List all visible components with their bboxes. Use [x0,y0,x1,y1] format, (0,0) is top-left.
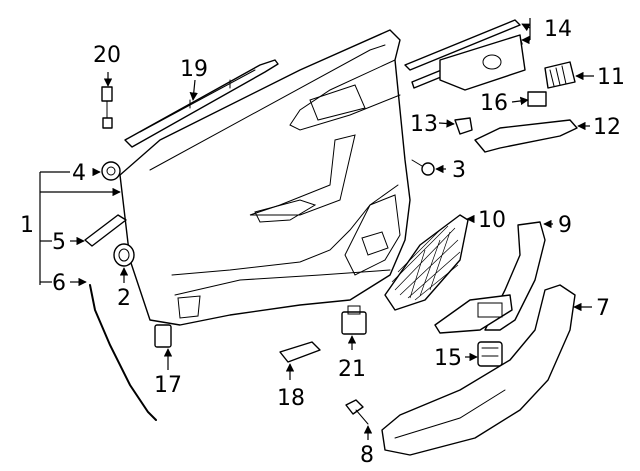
callout-21: 21 [338,357,366,382]
callout-7: 7 [596,296,610,321]
callout-5: 5 [52,230,66,255]
callout-3: 3 [452,158,466,183]
part-10-speaker-grille [384,214,469,311]
part-12-armrest-trim [474,119,578,153]
callout-9: 9 [558,213,572,238]
callout-15: 15 [434,346,462,371]
part-4-grommet [101,161,121,181]
part-19-belt-molding [124,59,279,148]
callout-1: 1 [20,213,34,238]
callout-4: 4 [72,161,86,186]
callout-14: 14 [544,17,572,42]
part-18-lamp [279,341,321,363]
part-8-screw [345,399,369,425]
part-13-clip [454,117,473,135]
callout-13: 13 [410,112,438,137]
part-21-switch [341,305,367,335]
part-11-vent [544,61,576,89]
callout-20: 20 [93,43,121,68]
callout-18: 18 [277,386,305,411]
callout-6: 6 [52,271,66,296]
callout-10: 10 [478,208,506,233]
part-2-speaker [113,243,135,267]
callout-11: 11 [597,65,625,90]
part-15-window-switch [477,341,503,367]
leader-lines [39,18,594,440]
part-16-clip [527,91,547,107]
callout-2: 2 [117,286,131,311]
part-20-wire-connector [101,86,113,129]
callout-12: 12 [593,115,621,140]
callout-8: 8 [360,443,374,468]
callout-16: 16 [480,91,508,116]
part-5-insert [84,214,127,247]
window-switch-bezel [434,294,513,334]
door-trim-panel [119,29,411,326]
callout-19: 19 [180,57,208,82]
part-6-cable [89,284,157,421]
part-17-clip [154,324,172,348]
callout-17: 17 [154,373,182,398]
switch-bezel [439,34,526,91]
part-3-screw [411,159,435,176]
